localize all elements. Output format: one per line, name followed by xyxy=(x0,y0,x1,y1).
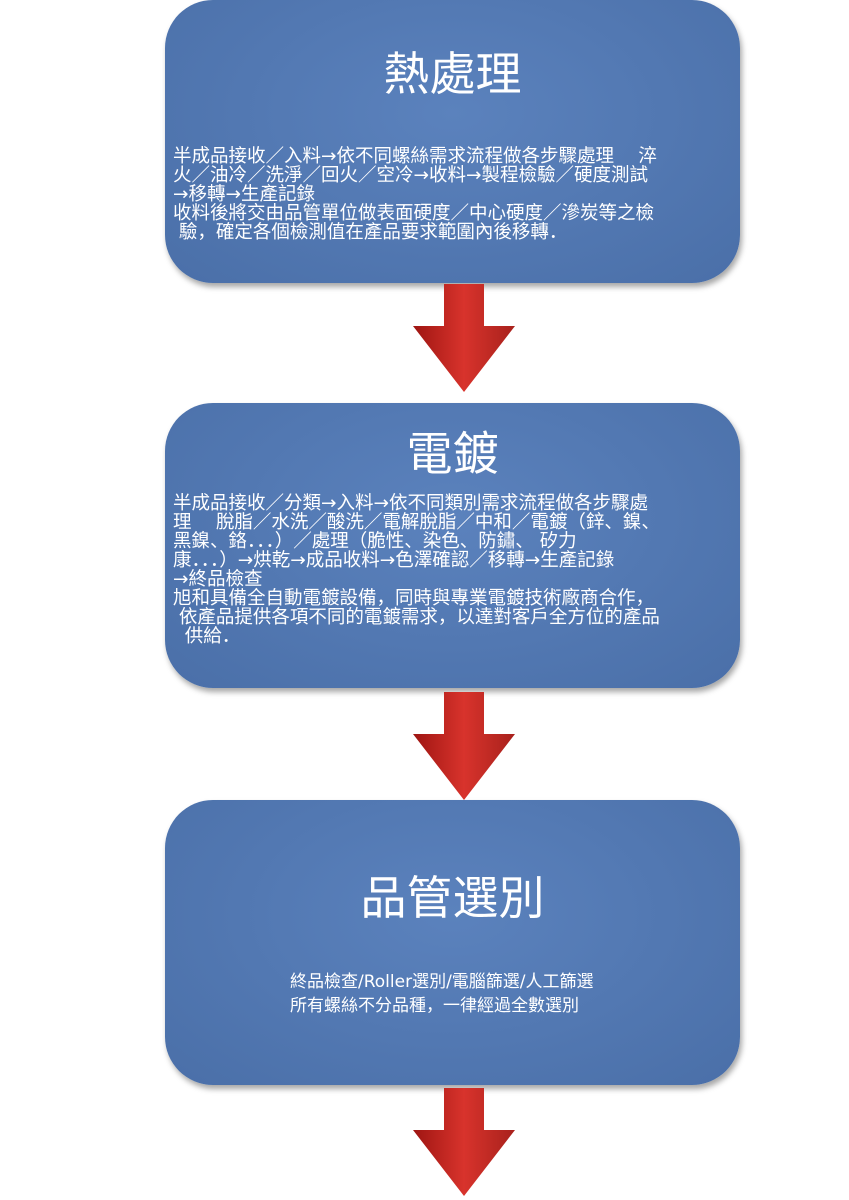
line: →移轉→生產記錄 xyxy=(173,184,316,205)
line: 理 脫脂／水洗／酸洗／電解脫脂／中和／電鍍（鋅、鎳、 xyxy=(173,512,660,533)
line: 收料後將交由品管單位做表面硬度／中心硬度／滲炭等之檢 xyxy=(173,203,655,224)
step-title: 品管選別 xyxy=(360,871,545,925)
step-heat-treatment: 熱處理 半成品接收／入料→依不同螺絲需求流程做各步驟處理 淬 火／油冷／洗淨／回… xyxy=(165,0,740,283)
step-description: 半成品接收／分類→入料→依不同類別需求流程做各步驟處 理 脫脂／水洗／酸洗／電解… xyxy=(173,494,732,646)
line: 半成品接收／入料→依不同螺絲需求流程做各步驟處理 淬 xyxy=(173,146,657,167)
step-title: 電鍍 xyxy=(406,427,499,481)
down-arrow-icon xyxy=(413,1088,515,1196)
line: 黑鎳、鉻．．．）／處理（脆性、染色、防鏽、 矽力 xyxy=(173,531,577,552)
down-arrow-icon xyxy=(413,692,515,800)
step-electroplating: 電鍍 半成品接收／分類→入料→依不同類別需求流程做各步驟處 理 脫脂／水洗／酸洗… xyxy=(165,403,740,688)
step-description: 半成品接收／入料→依不同螺絲需求流程做各步驟處理 淬 火／油冷／洗淨／回火／空冷… xyxy=(173,147,732,242)
step-title: 熱處理 xyxy=(383,47,522,101)
line: 供給． xyxy=(173,626,241,647)
line: 所有螺絲不分品種，一律經過全數選別 xyxy=(290,996,579,1016)
step-description: 終品檢查/Roller選別/電腦篩選/人工篩選 所有螺絲不分品種，一律經過全數選… xyxy=(290,970,732,1018)
line: 半成品接收／分類→入料→依不同類別需求流程做各步驟處 xyxy=(173,493,649,514)
line: →終品檢查 xyxy=(173,569,263,590)
line: 驗，確定各個檢測值在產品要求範圍內後移轉． xyxy=(173,222,568,243)
line: 康．．．）→烘乾→成品收料→色澤確認／移轉→生產記錄 xyxy=(173,550,615,571)
down-arrow-icon xyxy=(413,284,515,392)
line: 旭和具備全自動電鍍設備，同時與專業電鍍技術廠商合作， xyxy=(173,588,655,609)
step-quality-sorting: 品管選別 終品檢查/Roller選別/電腦篩選/人工篩選 所有螺絲不分品種，一律… xyxy=(165,800,740,1085)
line: 火／油冷／洗淨／回火／空冷→收料→製程檢驗／硬度測試 xyxy=(173,165,649,186)
line: 終品檢查/Roller選別/電腦篩選/人工篩選 xyxy=(290,972,594,992)
line: 依產品提供各項不同的電鍍需求，以達對客戶全方位的產品 xyxy=(173,607,660,628)
